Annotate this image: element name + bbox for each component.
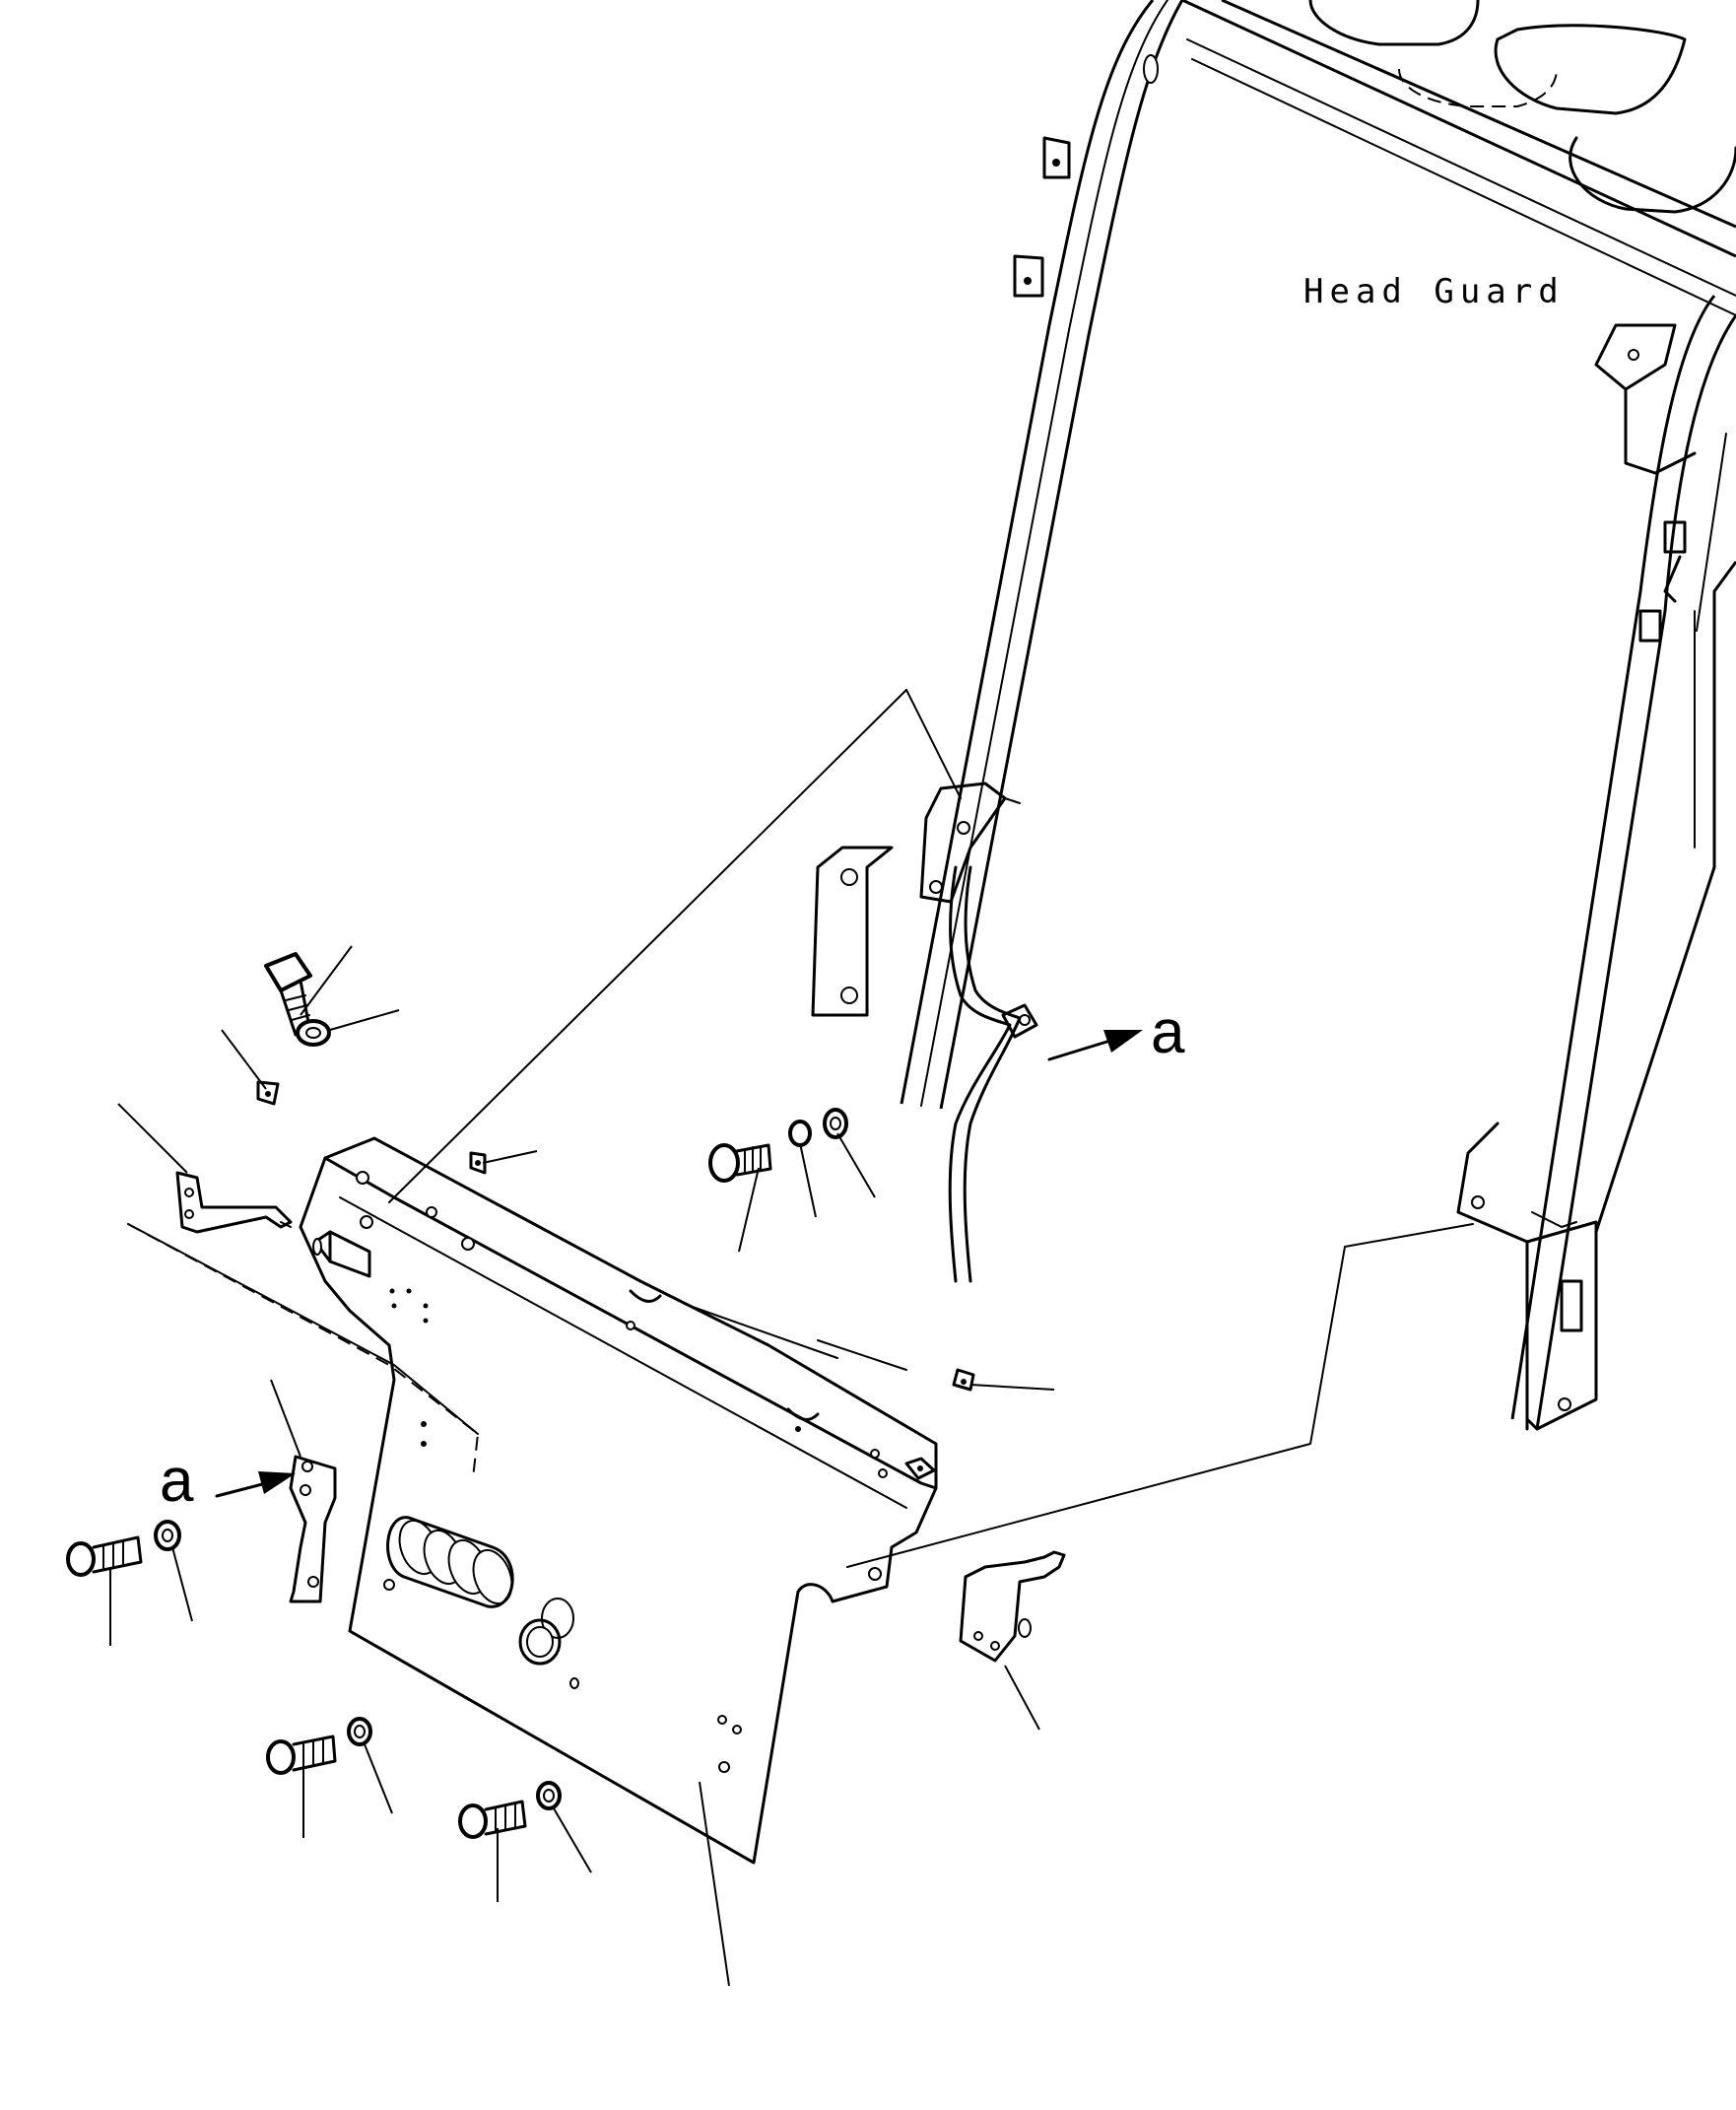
view-a-left-label: a [160, 1447, 194, 1515]
arrow-head-right [1103, 1030, 1143, 1053]
left-bolt-set [66, 1520, 181, 1577]
main-panel [299, 1136, 938, 1865]
upper-left-bracket [175, 1171, 293, 1234]
lower-left-bracket [289, 1421, 427, 1603]
right-bolt-set [708, 1108, 848, 1183]
right-lower-bracket [959, 1550, 1066, 1663]
reference-lines [127, 689, 1474, 1568]
view-arrows [215, 1030, 1143, 1498]
view-a-right-label: a [1151, 998, 1185, 1066]
top-bolt [264, 952, 331, 1047]
middle-bolt-set [266, 1717, 372, 1775]
bottom-bolt-set [458, 1781, 562, 1839]
clip-nuts [256, 1080, 975, 1392]
head-guard-frame [811, 0, 1736, 1431]
leader-lines [109, 945, 1055, 1987]
head-guard-label: Head Guard [1303, 272, 1565, 311]
arrow-head-left [258, 1471, 296, 1494]
